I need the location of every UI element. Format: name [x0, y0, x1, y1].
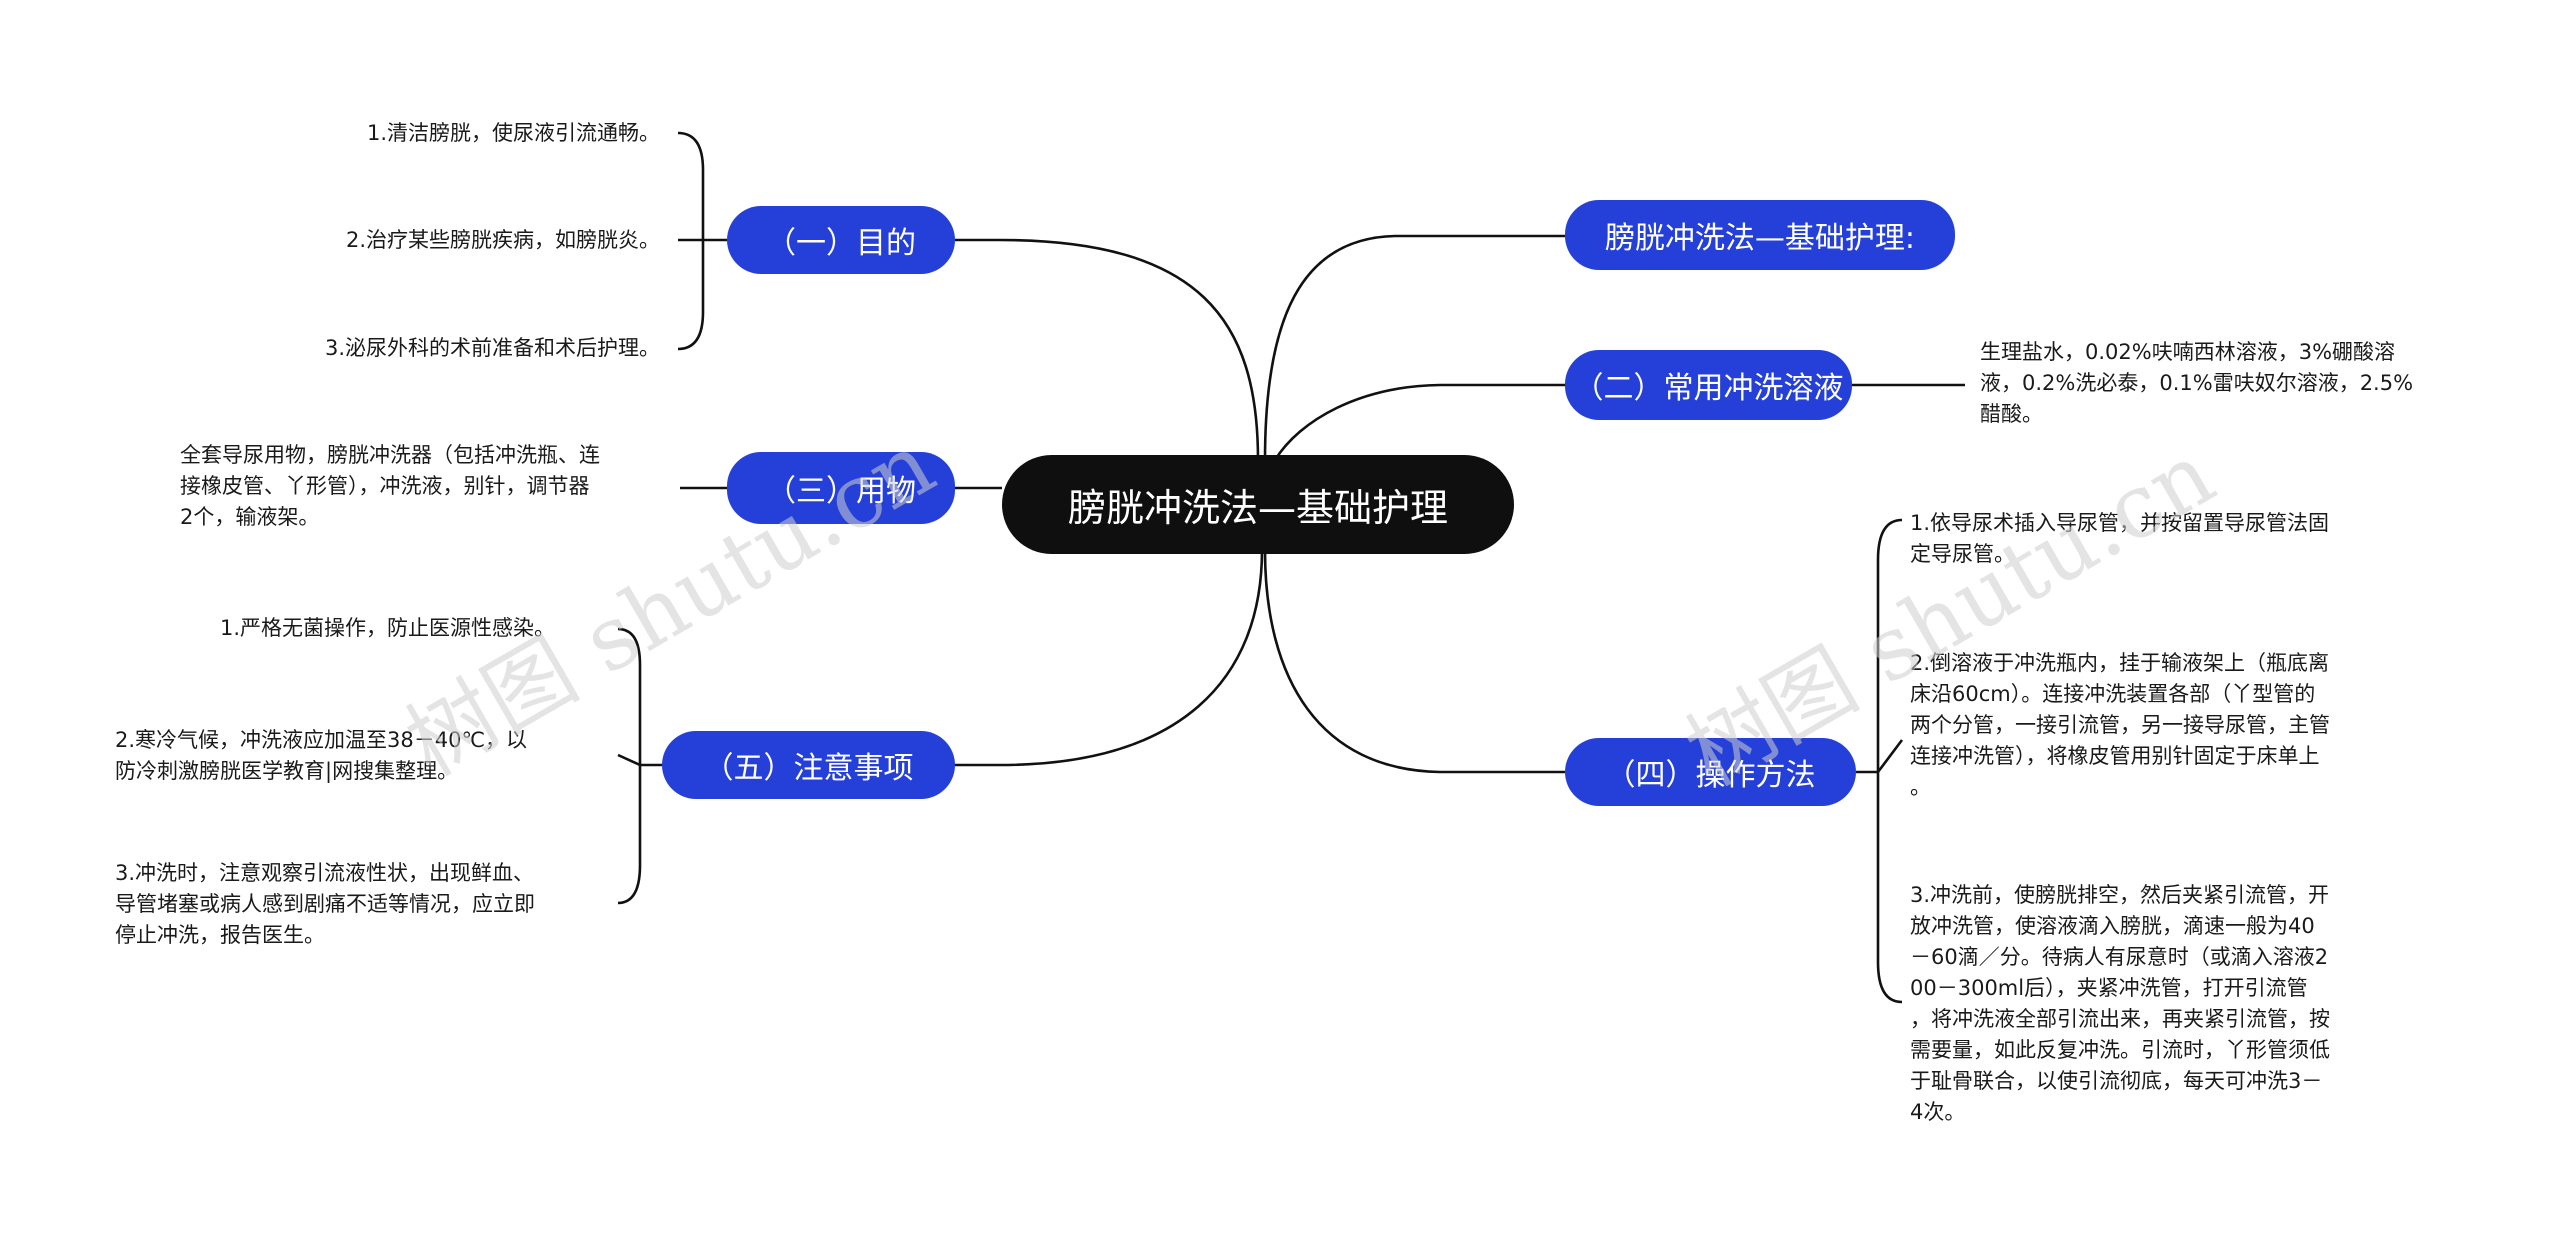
method-item-2: 2.倒溶液于冲洗瓶内，挂于输液架上（瓶底离 床沿60cm）。连接冲洗装置各部（丫… [1910, 651, 2330, 799]
edge-root-purpose [955, 238, 1260, 461]
branch-notes-label: （五）注意事项 [703, 751, 914, 786]
edge-root-notes [955, 549, 1264, 767]
branch-supplies[interactable]: （三）用物 [727, 452, 955, 524]
notes-item-2: 2.寒冷气候，冲洗液应加温至38－40℃，以 防冷刺激膀胱医学教育|网搜集整理。 [115, 728, 528, 783]
branch-title-copy-label: 膀胱冲洗法—基础护理: [1604, 221, 1916, 256]
method-item-3: 3.冲洗前，使膀胱排空，然后夹紧引流管，开 放冲洗管，使溶液滴入膀胱，滴速一般为… [1910, 883, 2330, 1124]
notes-item-3: 3.冲洗时，注意观察引流液性状，出现鲜血、 导管堵塞或病人感到剧痛不适等情况，应… [115, 861, 535, 947]
branch-purpose[interactable]: （一）目的 [727, 206, 955, 274]
notes-item-1: 1.严格无菌操作，防止医源性感染。 [220, 616, 556, 640]
branch-notes[interactable]: （五）注意事项 [662, 731, 955, 799]
purpose-item-2: 2.治疗某些膀胱疾病，如膀胱炎。 [345, 228, 660, 252]
branch-title-copy[interactable]: 膀胱冲洗法—基础护理: [1565, 200, 1955, 270]
purpose-item-3: 3.泌尿外科的术前准备和术后护理。 [324, 336, 660, 360]
root-label: 膀胱冲洗法—基础护理 [1067, 486, 1448, 530]
branch-method[interactable]: （四）操作方法 [1565, 738, 1856, 806]
solution-text: 生理盐水，0.02%呋喃西林溶液，3%硼酸溶 液，0.2%洗必泰，0.1%雷呋奴… [1980, 340, 2414, 426]
edge-root-solution [1273, 383, 1565, 461]
bracket-method [1876, 518, 1903, 1004]
root-node[interactable]: 膀胱冲洗法—基础护理 [1002, 455, 1514, 554]
supplies-text: 全套导尿用物，膀胱冲洗器（包括冲洗瓶、连 接橡皮管、丫形管），冲洗液，别针，调节… [180, 443, 600, 529]
branch-solution-label: （二）常用冲洗溶液 [1573, 371, 1844, 406]
branch-purpose-label: （一）目的 [766, 226, 916, 261]
edge-method-mid [1876, 739, 1904, 773]
edge-root-method [1263, 549, 1565, 774]
edge-root-title-copy [1263, 234, 1565, 461]
edge-notes-mid [617, 753, 641, 767]
branch-supplies-label: （三）用物 [766, 474, 916, 509]
method-item-1: 1.依导尿术插入导尿管，并按留置导尿管法固 定导尿管。 [1910, 511, 2330, 566]
purpose-item-1: 1.清洁膀胱，使尿液引流通畅。 [366, 121, 660, 145]
branch-solution[interactable]: （二）常用冲洗溶液 [1565, 350, 1852, 420]
branch-method-label: （四）操作方法 [1605, 758, 1816, 793]
